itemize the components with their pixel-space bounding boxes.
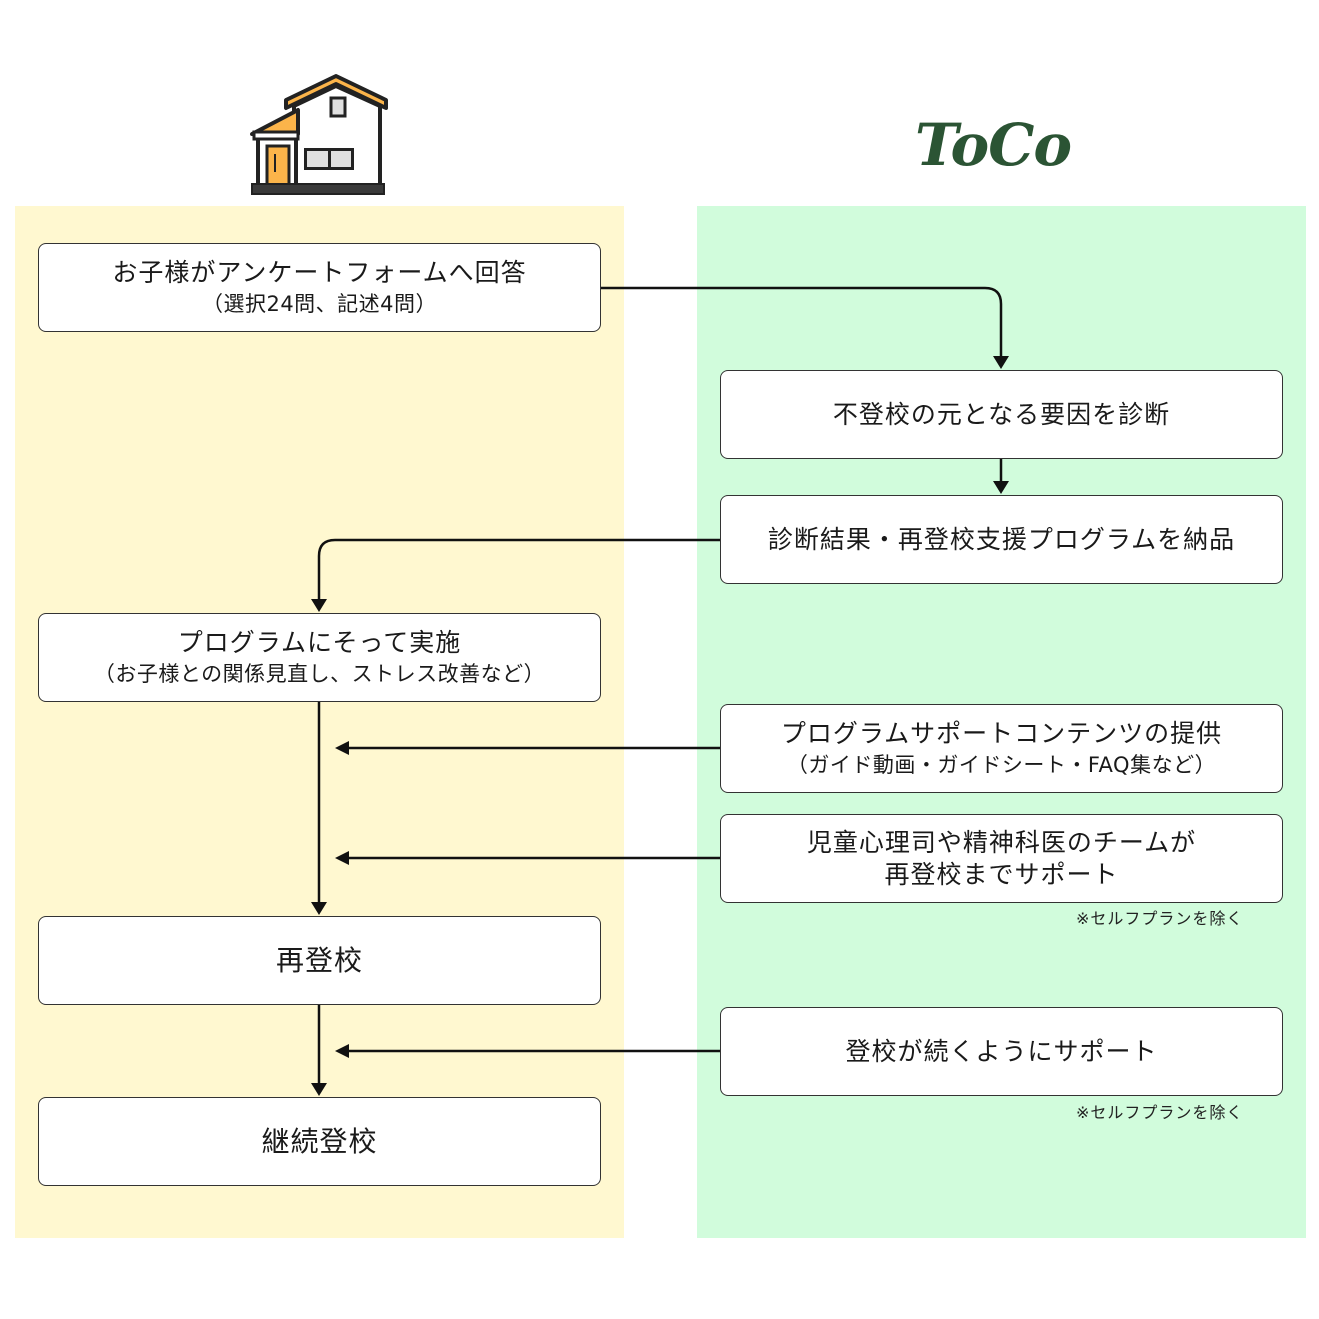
step-title: 児童心理司や精神科医のチームが <box>806 827 1197 857</box>
step-deliver-results: 診断結果・再登校支援プログラムを納品 <box>720 495 1283 584</box>
step-title: プログラムサポートコンテンツの提供 <box>780 718 1223 748</box>
house-icon <box>250 74 388 195</box>
step-answer-survey: お子様がアンケートフォームへ回答 （選択24問、記述4問） <box>38 243 601 332</box>
step-subtitle: （お子様との関係見直し、ストレス改善など） <box>93 661 546 686</box>
step-expert-team-support: 児童心理司や精神科医のチームが 再登校までサポート <box>720 814 1283 903</box>
step-title: 登校が続くようにサポート <box>845 1036 1158 1066</box>
step-implement-program: プログラムにそって実施 （お子様との関係見直し、ストレス改善など） <box>38 613 601 702</box>
step-title: 診断結果・再登校支援プログラムを納品 <box>767 524 1236 554</box>
step-return-to-school: 再登校 <box>38 916 601 1005</box>
step-title: 再登校 <box>275 943 363 977</box>
step-subtitle: （ガイド動画・ガイドシート・FAQ集など） <box>786 752 1217 777</box>
step-title: 継続登校 <box>261 1124 378 1158</box>
toco-logo: ToCo <box>915 111 1072 179</box>
step-continued-attendance: 継続登校 <box>38 1097 601 1186</box>
step-attendance-support: 登校が続くようにサポート <box>720 1007 1283 1096</box>
self-plan-note: ※セルフプランを除く <box>1076 909 1244 928</box>
step-diagnose-causes: 不登校の元となる要因を診断 <box>720 370 1283 459</box>
self-plan-note: ※セルフプランを除く <box>1076 1103 1244 1122</box>
step-support-content: プログラムサポートコンテンツの提供 （ガイド動画・ガイドシート・FAQ集など） <box>720 704 1283 793</box>
step-title: お子様がアンケートフォームへ回答 <box>112 257 527 287</box>
step-title: 不登校の元となる要因を診断 <box>832 399 1171 429</box>
family-lane <box>15 206 624 1238</box>
step-subtitle: （選択24問、記述4問） <box>201 291 438 316</box>
step-title-line2: 再登校までサポート <box>884 859 1119 889</box>
step-title: プログラムにそって実施 <box>177 627 462 657</box>
